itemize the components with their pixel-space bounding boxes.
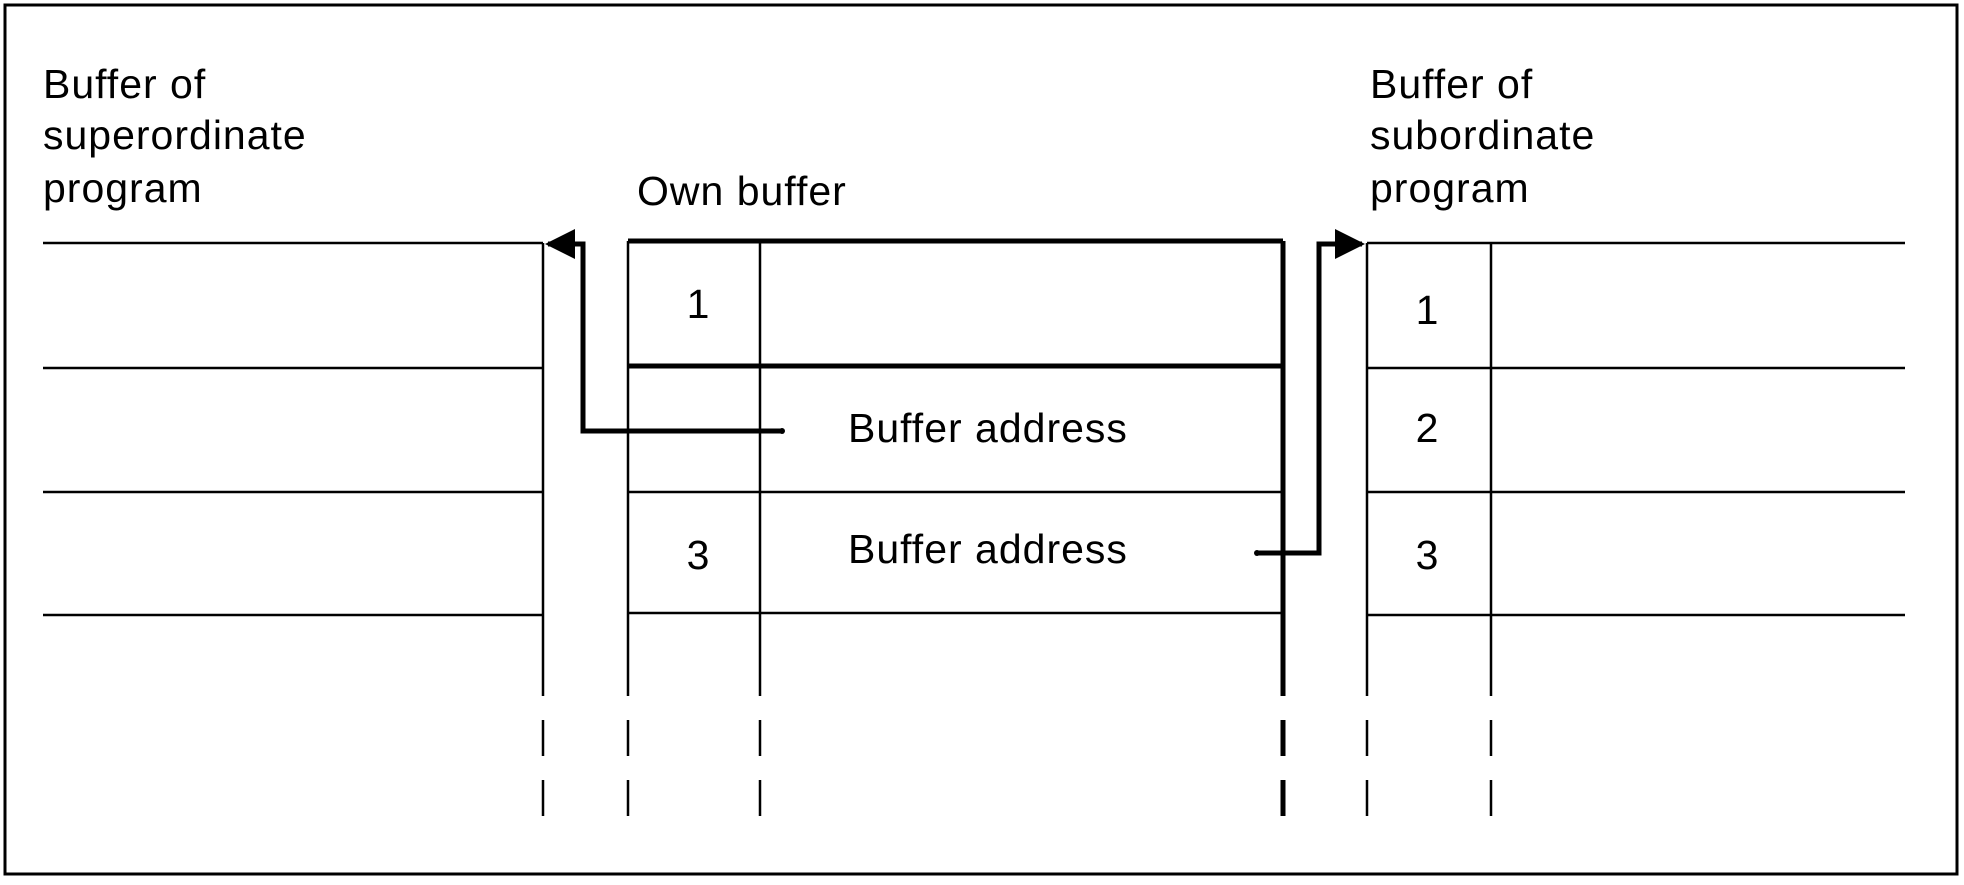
pointer-to-superordinate-arrow — [545, 229, 782, 434]
superordinate-label-line-2: superordinate — [43, 112, 307, 158]
pointer-to-subordinate-arrow — [1257, 229, 1365, 556]
own-buffer-row-content: Buffer address — [848, 526, 1128, 572]
own-buffer-label: Own buffer — [637, 168, 847, 214]
subordinate-row-number: 2 — [1416, 405, 1439, 451]
subordinate-label-line-1: Buffer of — [1370, 61, 1533, 107]
superordinate-label-line-3: program — [43, 165, 203, 211]
subordinate-row-number: 3 — [1416, 532, 1439, 578]
pointer-origin-dot — [779, 428, 785, 434]
subordinate-label-line-2: subordinate — [1370, 112, 1595, 158]
own-buffer: Own buffer 1 3 Buffer address Buffer add… — [626, 168, 1286, 828]
subordinate-buffer: Buffer of subordinate program 1 2 3 — [1365, 61, 1905, 825]
subordinate-label-line-3: program — [1370, 165, 1530, 211]
own-buffer-row-content: Buffer address — [848, 405, 1128, 451]
own-buffer-row-number: 3 — [687, 532, 710, 578]
pointer-origin-dot — [1254, 550, 1260, 556]
superordinate-buffer: Buffer of superordinate program — [43, 61, 545, 825]
superordinate-label-line-1: Buffer of — [43, 61, 206, 107]
outer-frame — [3, 3, 1959, 876]
subordinate-row-number: 1 — [1416, 287, 1439, 333]
own-buffer-row-number: 1 — [687, 281, 710, 327]
